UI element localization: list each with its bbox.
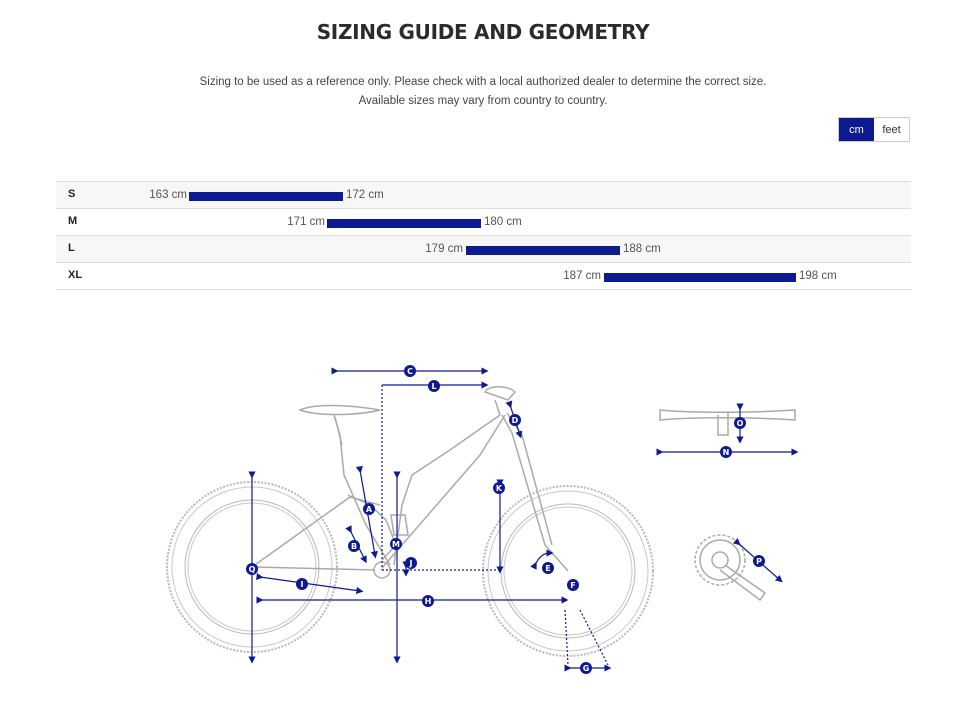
size-max-height: 172 cm bbox=[346, 189, 384, 201]
unit-cm-button[interactable]: cm bbox=[839, 118, 874, 141]
front-wheel bbox=[482, 485, 654, 657]
geometry-marker-i[interactable]: I bbox=[296, 578, 308, 590]
handlebar-diagram bbox=[659, 409, 796, 436]
geometry-marker-j[interactable]: J bbox=[405, 557, 417, 569]
svg-text:I: I bbox=[301, 580, 304, 589]
page-title: SIZING GUIDE AND GEOMETRY bbox=[316, 20, 650, 44]
size-range-bar bbox=[189, 192, 343, 201]
svg-text:L: L bbox=[431, 382, 436, 391]
svg-text:O: O bbox=[737, 419, 744, 428]
disclaimer-line-2: Available sizes may vary from country to… bbox=[358, 95, 608, 107]
svg-text:D: D bbox=[512, 416, 519, 425]
disclaimer-line-1: Sizing to be used as a reference only. P… bbox=[199, 76, 767, 88]
svg-text:J: J bbox=[409, 559, 413, 568]
svg-text:F: F bbox=[570, 581, 575, 590]
geometry-marker-m[interactable]: M bbox=[390, 538, 402, 550]
svg-text:P: P bbox=[756, 557, 762, 566]
svg-text:C: C bbox=[407, 367, 413, 376]
size-label: M bbox=[68, 215, 78, 227]
size-range-bar bbox=[327, 219, 481, 228]
geometry-marker-a[interactable]: A bbox=[363, 503, 375, 515]
size-min-height: 163 cm bbox=[149, 189, 187, 201]
geometry-marker-n[interactable]: N bbox=[720, 446, 732, 458]
svg-text:E: E bbox=[545, 564, 550, 573]
geometry-marker-p[interactable]: P bbox=[753, 555, 765, 567]
size-range-bar bbox=[604, 273, 796, 282]
size-label: XL bbox=[68, 269, 83, 281]
geometry-marker-e[interactable]: E bbox=[542, 562, 554, 574]
sizing-disclaimer: Sizing to be used as a reference only. P… bbox=[0, 73, 956, 111]
size-min-height: 171 cm bbox=[287, 216, 325, 228]
geometry-marker-h[interactable]: H bbox=[422, 595, 434, 607]
size-label: S bbox=[68, 188, 76, 200]
size-max-height: 198 cm bbox=[799, 270, 837, 282]
svg-text:N: N bbox=[723, 448, 730, 457]
geometry-marker-k[interactable]: K bbox=[493, 482, 505, 494]
svg-text:A: A bbox=[366, 505, 373, 514]
size-row-l: L 179 cm 188 cm bbox=[56, 236, 911, 263]
geometry-marker-c[interactable]: C bbox=[404, 365, 416, 377]
size-row-s: S 163 cm 172 cm bbox=[56, 182, 911, 209]
geometry-marker-l[interactable]: L bbox=[428, 380, 440, 392]
unit-toggle: cm feet bbox=[838, 117, 910, 142]
crankset-diagram bbox=[694, 534, 767, 602]
svg-text:Q: Q bbox=[249, 565, 256, 574]
geometry-marker-b[interactable]: B bbox=[348, 540, 360, 552]
size-min-height: 187 cm bbox=[563, 270, 601, 282]
size-row-m: M 171 cm 180 cm bbox=[56, 209, 911, 236]
size-row-xl: XL 187 cm 198 cm bbox=[56, 263, 911, 290]
size-label: L bbox=[68, 242, 75, 254]
size-chart-table: S 163 cm 172 cm M 171 cm 180 cm L 179 cm… bbox=[56, 181, 911, 290]
geometry-marker-o[interactable]: O bbox=[734, 417, 746, 429]
size-min-height: 179 cm bbox=[425, 243, 463, 255]
size-range-bar bbox=[466, 246, 620, 255]
svg-text:G: G bbox=[583, 664, 590, 673]
geometry-marker-q[interactable]: Q bbox=[246, 563, 258, 575]
svg-text:M: M bbox=[392, 540, 400, 549]
geometry-marker-f[interactable]: F bbox=[567, 579, 579, 591]
size-max-height: 188 cm bbox=[623, 243, 661, 255]
size-max-height: 180 cm bbox=[484, 216, 522, 228]
bike-frame bbox=[251, 386, 569, 579]
unit-feet-button[interactable]: feet bbox=[874, 118, 909, 141]
bike-geometry-diagram: A B C D E F G H I J K L M N O P Q bbox=[166, 365, 799, 674]
geometry-marker-d[interactable]: D bbox=[509, 414, 521, 426]
svg-text:B: B bbox=[351, 542, 357, 551]
svg-text:K: K bbox=[496, 484, 503, 493]
svg-text:H: H bbox=[425, 597, 432, 606]
geometry-marker-g[interactable]: G bbox=[580, 662, 592, 674]
